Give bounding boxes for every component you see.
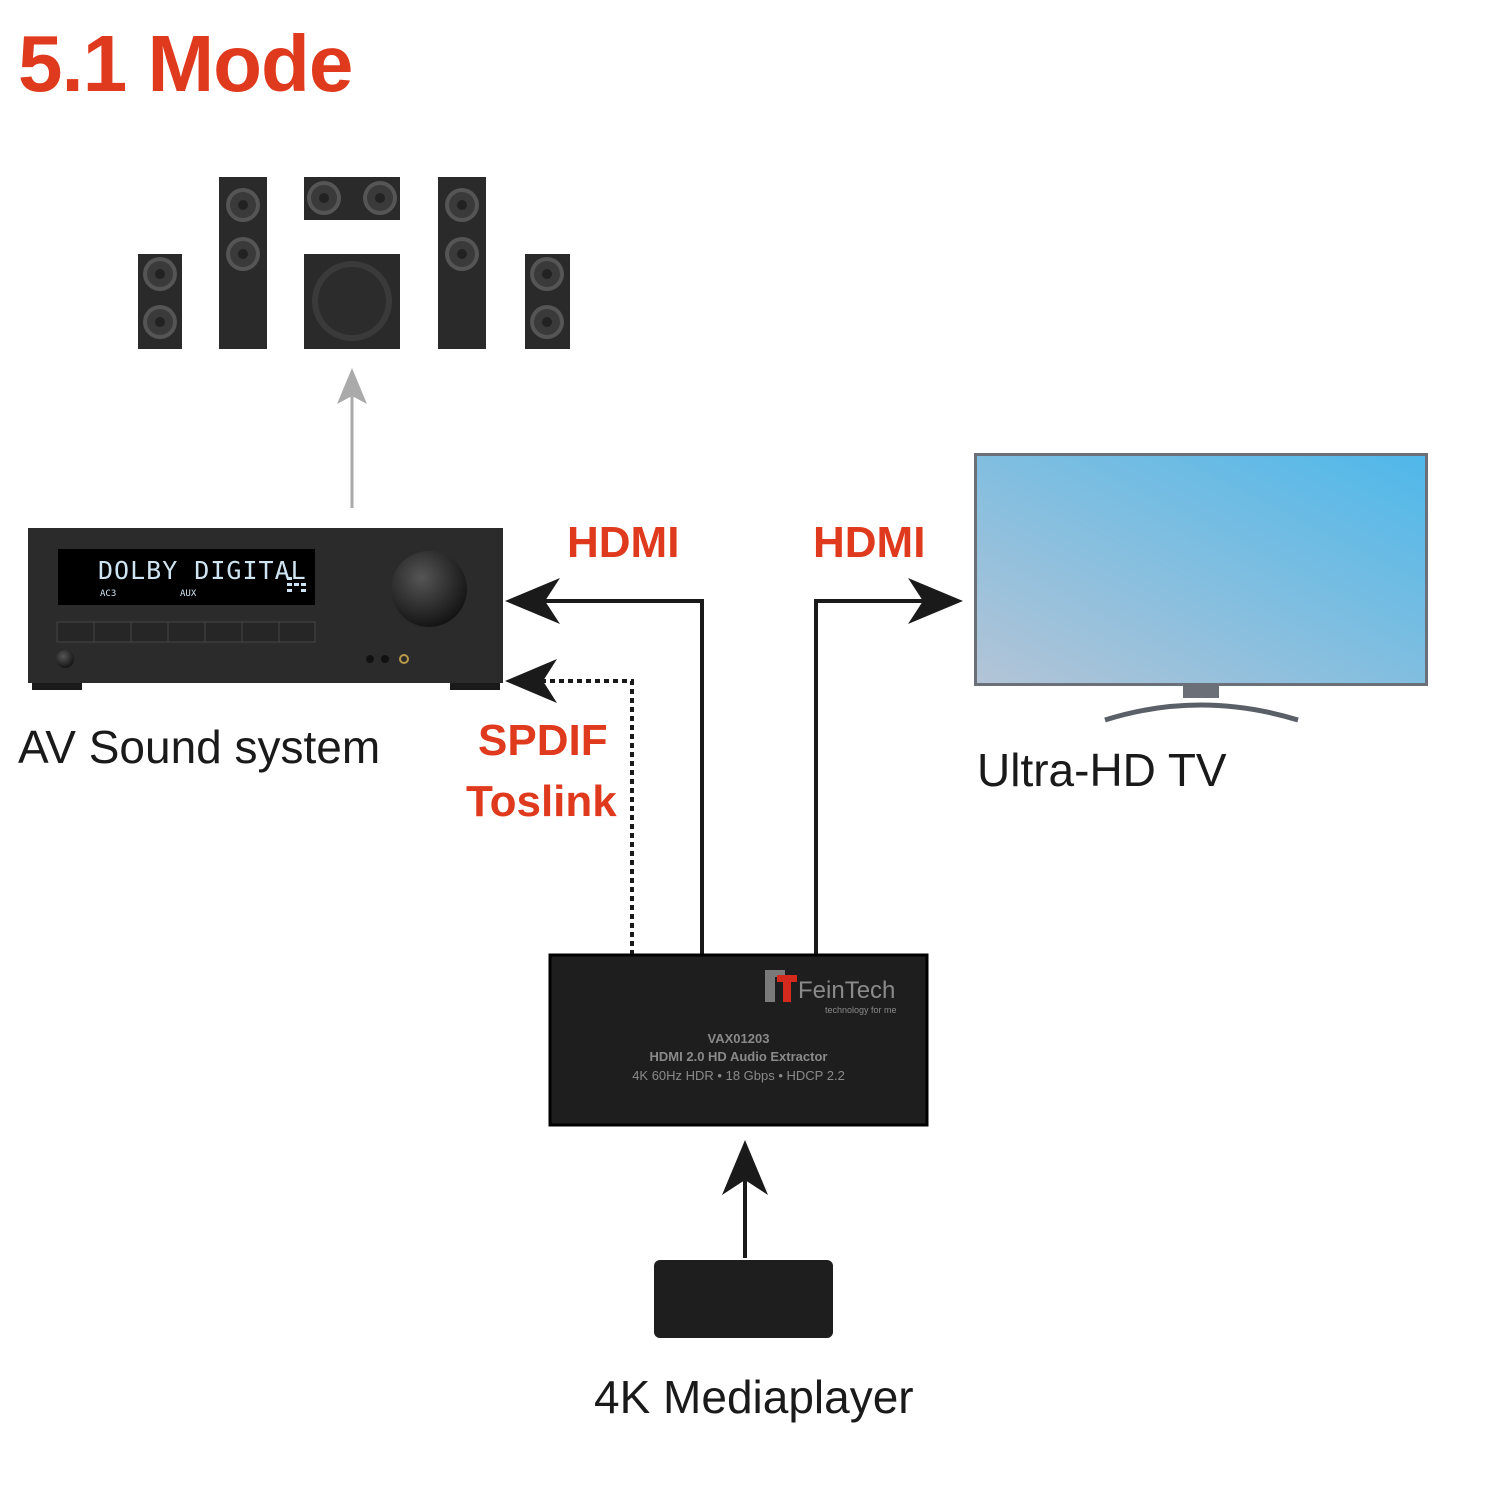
arrow-to-receiver-hdmi: [505, 578, 560, 624]
spdif-label: SPDIF: [478, 716, 608, 765]
extractor-label-panel: FeinTech technology for me VAX01203 HDMI…: [550, 955, 927, 1125]
model-number: VAX01203: [707, 1031, 770, 1046]
brand-name: FeinTech: [798, 977, 896, 1004]
product-specs: 4K 60Hz HDR • 18 Gbps • HDCP 2.2: [632, 1068, 845, 1083]
receiver-display-main: DOLBY DIGITAL: [98, 556, 307, 585]
receiver-display-sub2: AUX: [180, 589, 197, 599]
audio-extractor: [548, 953, 929, 1127]
hdmi-label-receiver: HDMI: [567, 518, 680, 567]
page-title: 5.1 Mode: [18, 19, 353, 108]
arrow-to-receiver-spdif: [505, 659, 557, 703]
hdmi-label-tv: HDMI: [813, 518, 926, 567]
toslink-label: Toslink: [466, 777, 617, 826]
av-receiver: [28, 528, 503, 690]
tv: [974, 453, 1428, 723]
mediaplayer-device: [654, 1260, 833, 1338]
speaker-system: [138, 177, 570, 349]
receiver-label: AV Sound system: [18, 721, 381, 773]
product-name: HDMI 2.0 HD Audio Extractor: [649, 1049, 828, 1064]
tv-label: Ultra-HD TV: [977, 744, 1227, 796]
arrow-to-tv-hdmi: [908, 578, 963, 624]
arrow-to-extractor: [722, 1140, 768, 1195]
cables: [540, 599, 930, 1258]
brand-tagline: technology for me: [825, 1005, 897, 1015]
volume-knob: [391, 551, 467, 627]
receiver-display-sub1: AC3: [100, 589, 117, 599]
mediaplayer-label: 4K Mediaplayer: [594, 1371, 914, 1423]
